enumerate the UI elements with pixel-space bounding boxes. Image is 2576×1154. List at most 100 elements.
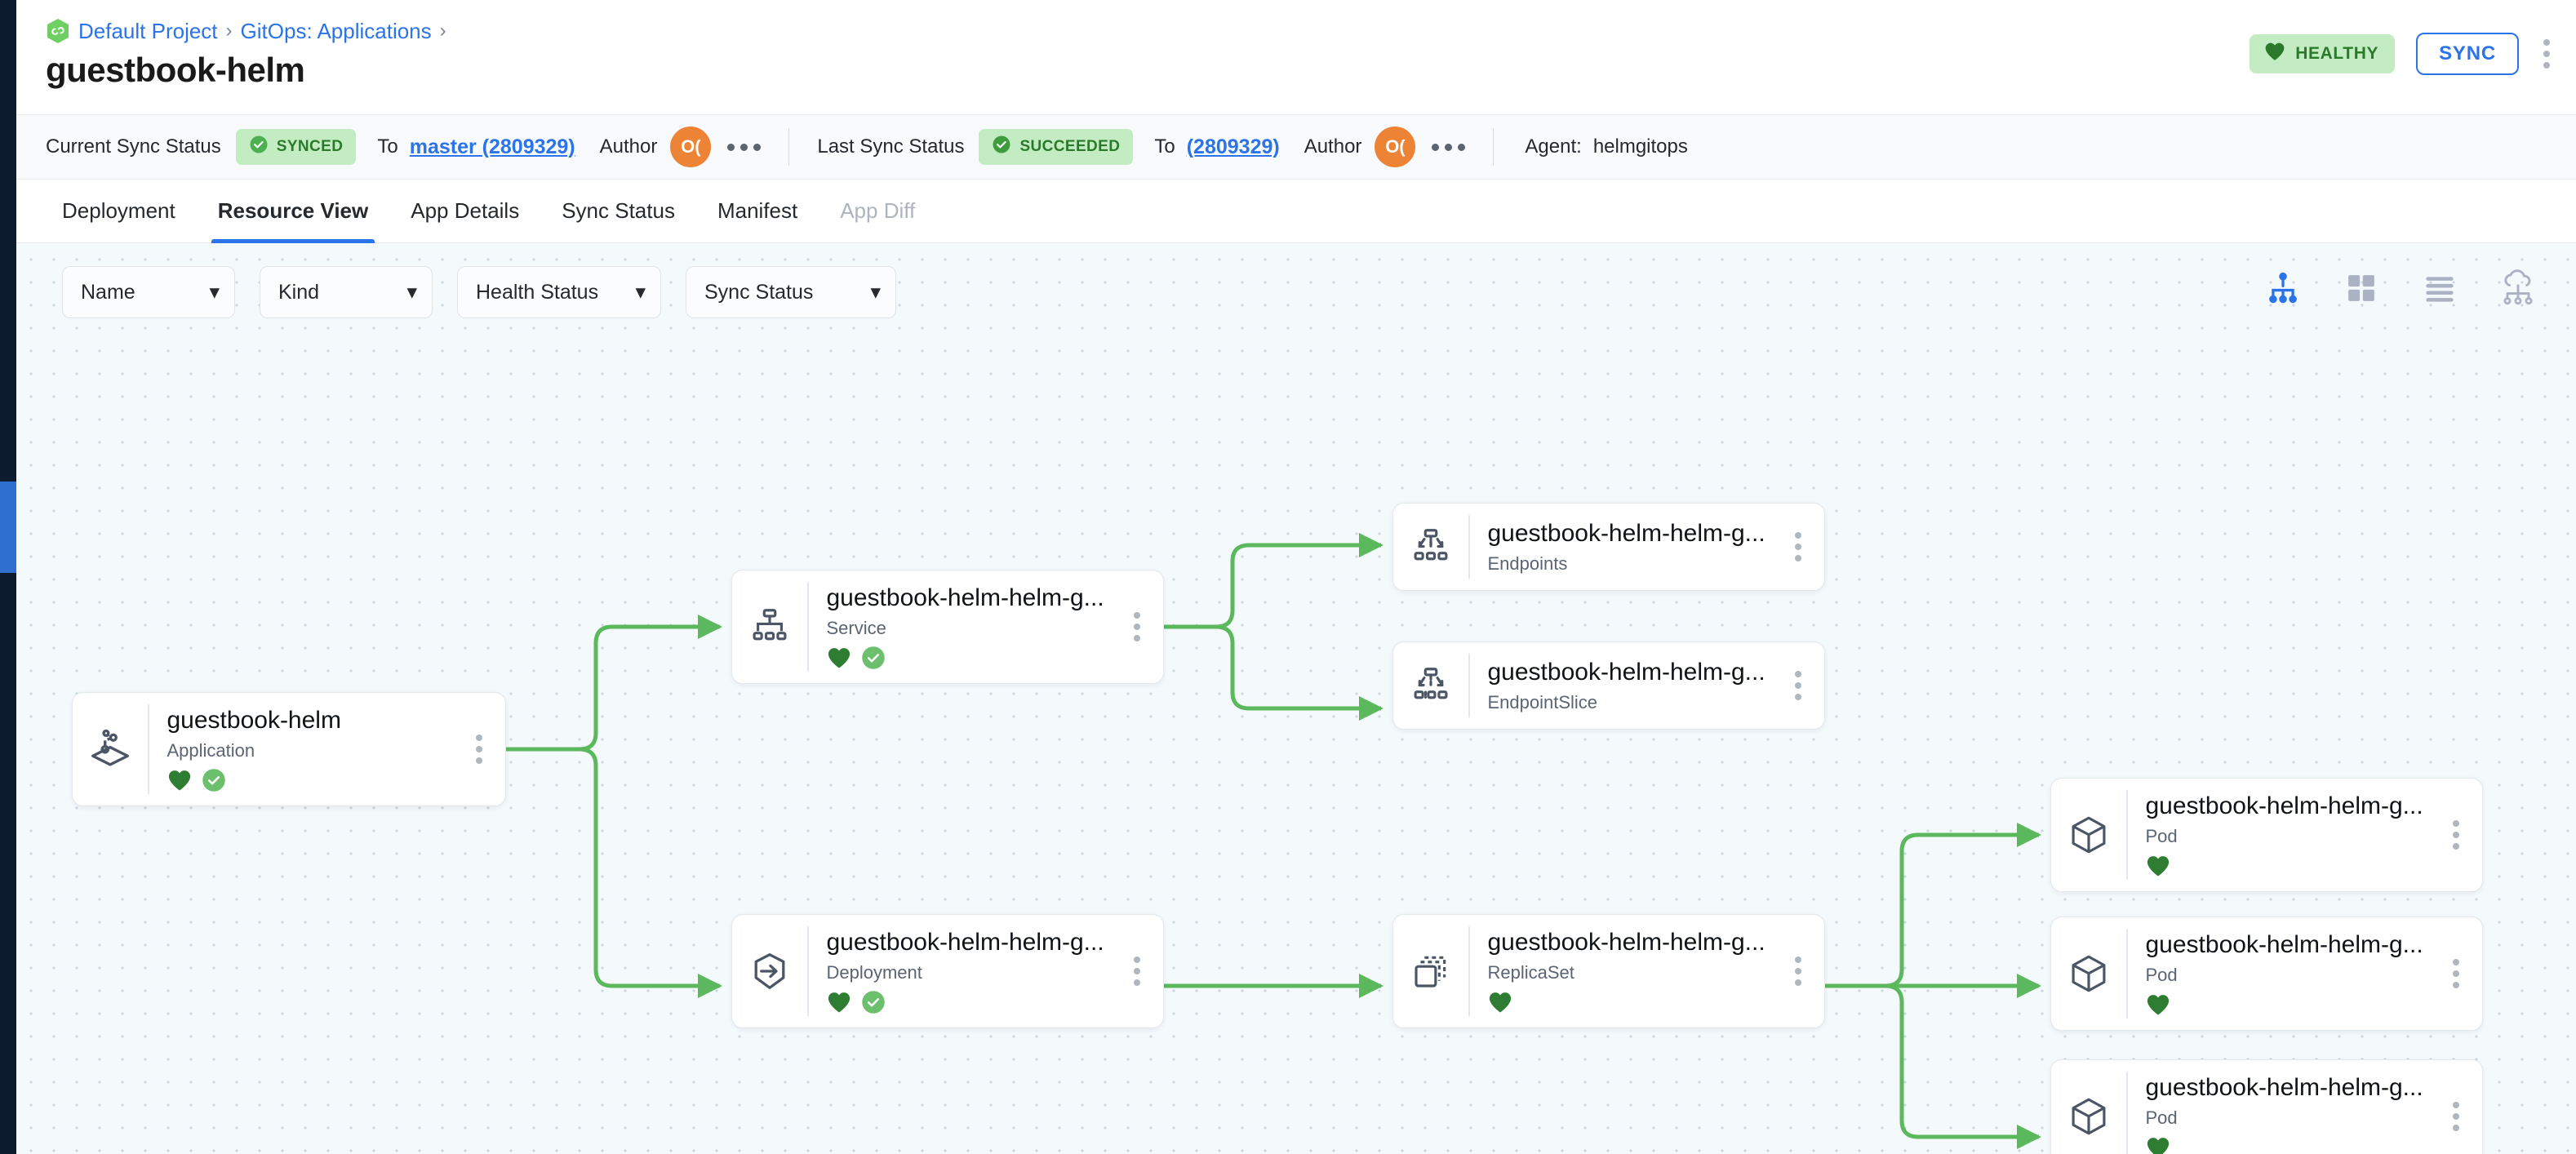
node-kind: Pod [2145,964,2178,985]
node-name: guestbook-helm-helm-g... [1487,929,1765,956]
kebab-horizontal-icon[interactable] [1432,143,1466,151]
network-view-icon[interactable] [2499,269,2537,307]
check-circle-icon [202,768,226,792]
list-view-icon[interactable] [2421,269,2458,307]
synced-badge-label: SYNCED [276,138,344,155]
kebab-vertical-icon[interactable] [1772,504,1824,590]
current-sync-status-label: Current Sync Status [46,135,221,158]
endpointslice-icon [1393,642,1468,729]
filter-kind-select[interactable]: Kind ▾ [260,266,433,318]
pod-icon [2051,779,2126,891]
node-pod[interactable]: guestbook-helm-helm-g... Pod [2050,778,2483,892]
pod-icon [2051,1060,2126,1154]
node-deployment[interactable]: guestbook-helm-helm-g... Deployment [731,914,1164,1028]
last-sync-status-label: Last Sync Status [817,135,965,158]
node-name: guestbook-helm-helm-g... [2145,1074,2423,1102]
avatar[interactable]: O( [670,126,712,167]
chevron-down-icon: ▾ [209,281,220,304]
node-name: guestbook-helm-helm-g... [1487,520,1765,548]
kebab-horizontal-icon[interactable] [727,143,762,151]
breadcrumb-separator: › [439,20,446,42]
breadcrumb-item-default-project[interactable]: Default Project [78,18,218,43]
status-badge-succeeded: SUCCEEDED [979,129,1134,165]
tab-bar: Deployment Resource View App Details Syn… [16,180,2576,243]
filter-health-status-select[interactable]: Health Status ▾ [457,266,661,318]
check-circle-icon [249,135,269,159]
tab-app-details[interactable]: App Details [411,198,520,223]
node-kind: ReplicaSet [1487,961,1574,983]
kebab-vertical-icon[interactable] [2430,779,2482,891]
chevron-down-icon: ▾ [870,281,881,304]
header-actions: HEALTHY SYNC [2250,33,2553,75]
node-status-icons [827,646,1112,670]
filter-sync-status-label: Sync Status [704,280,814,304]
divider [1468,926,1470,1016]
current-to-label: To [377,135,398,158]
node-application[interactable]: guestbook-helm Application [72,692,506,806]
current-author-label: Author [599,135,658,158]
filter-name-label: Name [81,280,135,304]
divider [148,704,149,794]
divider [1468,515,1470,579]
last-to-label: To [1154,135,1175,158]
sync-button[interactable]: SYNC [2416,33,2519,75]
current-revision-link[interactable]: master (2809329) [409,135,575,158]
last-revision-link[interactable]: (2809329) [1186,135,1280,158]
breadcrumb-separator: › [225,20,233,42]
node-kind: Pod [2145,825,2178,846]
tab-manifest[interactable]: Manifest [717,198,798,223]
avatar[interactable]: O( [1375,126,1416,167]
divider [807,926,809,1016]
node-replicaset[interactable]: guestbook-helm-helm-g... ReplicaSet [1392,914,1825,1028]
heart-icon [2146,854,2170,877]
kebab-vertical-icon[interactable] [1772,642,1824,729]
check-circle-icon [992,135,1011,159]
node-name: guestbook-helm-helm-g... [2145,792,2423,820]
kebab-vertical-icon[interactable] [1111,570,1163,683]
tree-view-icon[interactable] [2264,269,2302,307]
heart-icon [2264,42,2285,66]
replicaset-icon [1393,915,1468,1028]
node-name: guestbook-helm-helm-g... [2145,931,2423,959]
node-kind: Deployment [826,961,922,983]
node-kind: Pod [2145,1107,2178,1128]
node-service[interactable]: guestbook-helm-helm-g... Service [731,570,1164,684]
rail-active-indicator[interactable] [0,482,16,573]
node-status-icons [827,990,1112,1014]
node-pod[interactable]: guestbook-helm-helm-g... Pod [2050,917,2483,1031]
node-status-icons [2146,1135,2431,1154]
node-endpointslice[interactable]: guestbook-helm-helm-g... EndpointSlice [1392,641,1825,730]
filter-sync-status-select[interactable]: Sync Status ▾ [686,266,896,318]
kebab-vertical-icon[interactable] [2430,917,2482,1030]
breadcrumb-item-gitops-applications[interactable]: GitOps: Applications [240,18,432,43]
kebab-vertical-icon[interactable] [453,693,505,806]
node-name: guestbook-helm [167,707,341,735]
heart-icon [827,646,851,669]
node-pod[interactable]: guestbook-helm-helm-g... Pod [2050,1059,2483,1154]
heart-icon [2146,993,2170,1016]
tab-resource-view[interactable]: Resource View [197,180,390,243]
node-status-icons [1488,990,1773,1014]
tab-app-diff: App Diff [840,198,916,223]
grid-view-icon[interactable] [2343,269,2380,307]
kebab-vertical-icon[interactable] [2430,1060,2482,1154]
kebab-vertical-icon[interactable] [2540,36,2553,72]
filter-health-status-label: Health Status [476,280,599,304]
tab-sync-status[interactable]: Sync Status [562,198,675,223]
node-status-icons [2146,992,2431,1017]
kebab-vertical-icon[interactable] [1772,915,1824,1028]
view-mode-switcher [2264,269,2537,307]
node-endpoints[interactable]: guestbook-helm-helm-g... Endpoints [1392,503,1825,591]
divider [807,582,809,672]
check-circle-icon [861,646,886,670]
agent-label: Agent: [1525,135,1582,158]
kebab-vertical-icon[interactable] [1111,915,1163,1028]
resource-tree-canvas[interactable]: Name ▾ Kind ▾ Health Status ▾ Sync Statu… [16,243,2576,1154]
pod-icon [2051,917,2126,1030]
divider [788,128,790,166]
tab-deployment[interactable]: Deployment [62,198,175,223]
filter-name-select[interactable]: Name ▾ [62,266,235,318]
health-badge-label: HEALTHY [2295,44,2379,63]
check-circle-icon [861,990,886,1014]
argo-project-icon [46,18,70,44]
